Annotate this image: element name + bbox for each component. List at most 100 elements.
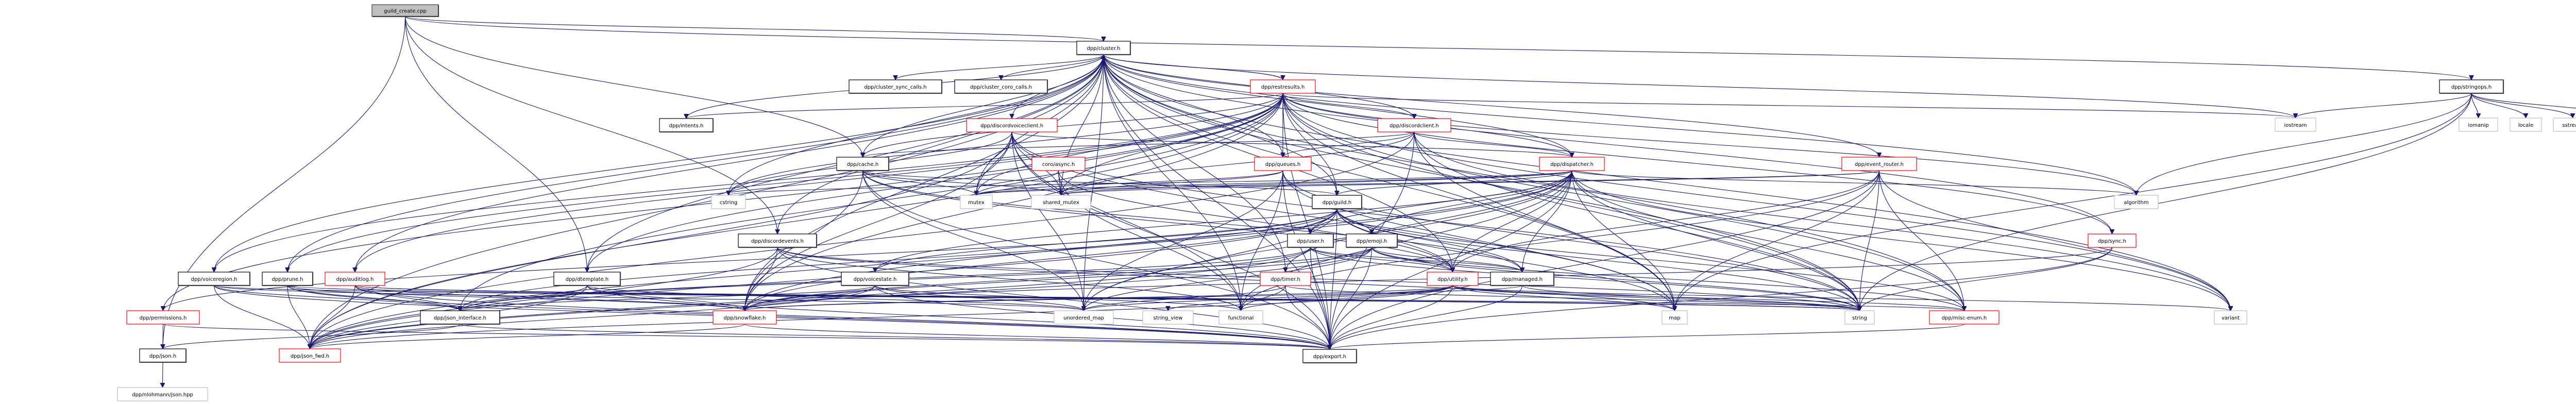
include-edge-cache-to-guild — [862, 170, 1337, 196]
node-label: cstring — [720, 200, 737, 206]
node-async[interactable]: coro/async.h — [1031, 157, 1086, 171]
node-label: iostream — [2284, 123, 2307, 128]
include-edge-restresults-to-discordclient — [1282, 93, 1414, 119]
include-edge-discordclient-to-dispatcher — [1414, 131, 1572, 158]
node-json-fwd[interactable]: dpp/json_fwd.h — [279, 348, 341, 363]
include-edge-stringops-to-iostream — [2296, 93, 2472, 119]
node-box — [966, 118, 1058, 132]
node-nlohmann: dpp/nlohmann/json.hpp — [117, 387, 208, 401]
node-box — [2553, 117, 2576, 132]
include-edge-restresults-to-voiceregion — [214, 93, 1283, 272]
include-edge-emoji-to-managed — [1371, 247, 1522, 273]
include-edge-discordvoiceclient-to-unordered_map — [1011, 131, 1084, 311]
node-cluster-coro[interactable]: dpp/cluster_coro_calls.h — [954, 79, 1048, 94]
node-label: map — [1669, 315, 1680, 321]
node-event-router[interactable]: dpp/event_router.h — [1841, 157, 1917, 171]
node-shadow — [1303, 350, 1358, 364]
node-box — [1302, 349, 1357, 363]
include-edge-guild-to-string — [1336, 208, 1860, 311]
node-label: dpp/json_fwd.h — [291, 354, 329, 359]
node-cluster[interactable]: dpp/cluster.h — [1076, 41, 1131, 56]
node-managed[interactable]: dpp/managed.h — [1490, 272, 1555, 287]
node-label: functional — [1228, 315, 1254, 321]
include-edge-guild_create-to-cluster — [404, 16, 1104, 42]
node-shadow — [263, 273, 314, 287]
node-discordclient[interactable]: dpp/discordclient.h — [1377, 118, 1451, 132]
node-snowflake[interactable]: dpp/snowflake.h — [713, 310, 777, 325]
node-discordvoiceclient[interactable]: dpp/discordvoiceclient.h — [966, 118, 1058, 132]
include-edge-managed-to-string — [1521, 285, 1860, 311]
node-label: sstream — [2562, 123, 2576, 128]
node-json-interface[interactable]: dpp/json_interface.h — [420, 310, 501, 325]
include-edge-dispatcher-to-snowflake — [745, 170, 1572, 311]
node-box — [2275, 117, 2316, 132]
include-edge-user-to-snowflake — [745, 247, 1311, 311]
node-label: dpp/snowflake.h — [724, 315, 766, 321]
include-edge-guild_create-to-discordevents — [404, 16, 778, 234]
include-edge-event_router-to-string — [1860, 170, 1880, 311]
node-label: dpp/cache.h — [847, 162, 879, 167]
node-box — [1841, 157, 1917, 171]
node-cluster-sync[interactable]: dpp/cluster_sync_calls.h — [849, 79, 943, 94]
node-queues[interactable]: dpp/queues.h — [1254, 157, 1312, 171]
include-edge-cluster-to-auditlog — [355, 54, 1104, 272]
include-edge-discordclient-to-queues — [1283, 131, 1415, 158]
node-box — [139, 348, 187, 363]
node-label: dpp/event_router.h — [1855, 162, 1904, 167]
node-shadow — [179, 273, 251, 287]
node-utility[interactable]: dpp/utility.h — [1427, 272, 1479, 286]
node-dispatcher[interactable]: dpp/dispatcher.h — [1539, 157, 1605, 171]
node-label: variant — [2222, 315, 2240, 321]
node-cache[interactable]: dpp/cache.h — [836, 157, 890, 172]
node-json[interactable]: dpp/json.h — [139, 348, 187, 363]
include-edge-cluster-to-snowflake — [745, 54, 1104, 311]
node-box — [711, 195, 746, 209]
node-voicestate[interactable]: dpp/voicestate.h — [841, 272, 910, 287]
node-label: dpp/misc-enum.h — [1942, 315, 1987, 321]
include-edge-dtemplate-to-unordered_map — [586, 285, 1084, 311]
node-misc-enum[interactable]: dpp/misc-enum.h — [1929, 310, 1999, 325]
node-restresults[interactable]: dpp/restresults.h — [1250, 79, 1316, 94]
include-edge-queues-to-mutex — [976, 170, 1283, 196]
include-edge-cluster-to-sync — [1103, 54, 2112, 234]
include-edge-dispatcher-to-variant — [1571, 170, 2231, 311]
node-label: coro/async.h — [1042, 162, 1075, 167]
include-edge-voicestate-to-unordered_map — [874, 285, 1084, 311]
include-edge-cache-to-unordered_map — [862, 170, 1084, 311]
node-label: dpp/voiceregion.h — [191, 277, 237, 282]
include-edge-voicestate-to-functional — [874, 285, 1241, 311]
node-prune[interactable]: dpp/prune.h — [262, 272, 314, 287]
include-edge-emoji-to-snowflake — [745, 247, 1372, 311]
node-voiceregion[interactable]: dpp/voiceregion.h — [178, 272, 251, 287]
node-box — [960, 195, 993, 209]
node-guild[interactable]: dpp/guild.h — [1312, 195, 1363, 210]
node-label: dpp/discordevents.h — [751, 239, 804, 244]
node-export[interactable]: dpp/export.h — [1302, 349, 1358, 364]
include-edge-auditlog-to-export — [354, 285, 1330, 350]
node-dtemplate[interactable]: dpp/dtemplate.h — [553, 272, 621, 287]
node-timer[interactable]: dpp/timer.h — [1260, 272, 1311, 286]
node-box — [2510, 117, 2542, 132]
include-edge-guild_create-to-cache — [404, 16, 863, 157]
include-edge-cache-to-utility — [862, 170, 1453, 272]
include-edge-guild-to-export — [1330, 208, 1337, 349]
node-emoji[interactable]: dpp/emoji.h — [1346, 233, 1398, 248]
node-box — [1929, 310, 1999, 325]
include-edge-restresults-to-dtemplate — [587, 93, 1283, 272]
node-stringops[interactable]: dpp/stringops.h — [2439, 79, 2504, 94]
node-discordevents[interactable]: dpp/discordevents.h — [738, 233, 818, 248]
include-edge-restresults-to-iostream — [1282, 93, 2296, 119]
node-box — [659, 118, 714, 132]
node-user[interactable]: dpp/user.h — [1287, 233, 1334, 248]
include-edge-guild-to-permissions — [163, 208, 1337, 311]
node-sync[interactable]: dpp/sync.h — [2088, 233, 2137, 248]
node-auditlog[interactable]: dpp/auditlog.h — [325, 272, 385, 286]
node-box — [1346, 233, 1398, 248]
node-guild-create[interactable]: guild_create.cpp — [371, 4, 439, 18]
node-shadow — [660, 119, 714, 133]
node-locale: locale — [2510, 117, 2542, 132]
node-shadow — [421, 311, 501, 325]
include-edge-discordclient-to-cache — [863, 131, 1415, 158]
node-permissions[interactable]: dpp/permissions.h — [126, 310, 200, 325]
node-intents[interactable]: dpp/intents.h — [659, 118, 714, 133]
